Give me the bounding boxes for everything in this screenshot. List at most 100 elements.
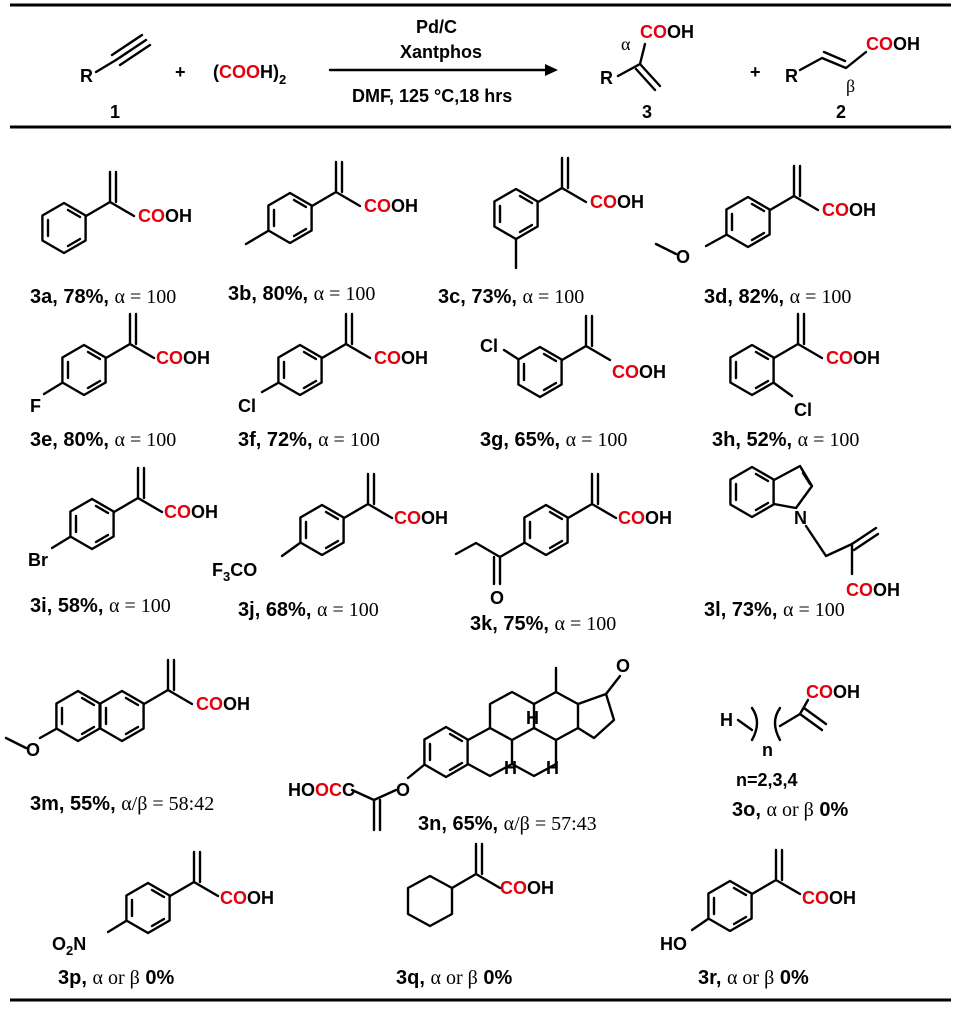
oxalic-acid: (COOH)2: [213, 62, 286, 87]
compound-3g: Cl COOH 3g, 65%, α = 100: [480, 314, 666, 451]
svg-text:n=2,3,4: n=2,3,4: [736, 770, 798, 790]
svg-text:COOH: COOH: [394, 508, 448, 528]
svg-text:3o, α or β 0%: 3o, α or β 0%: [732, 799, 848, 821]
compound-3h: Cl COOH 3h, 52%, α = 100: [712, 312, 880, 451]
svg-text:3a, 78%, α = 100: 3a, 78%, α = 100: [30, 286, 176, 308]
reactant-r-label: R: [80, 66, 93, 86]
compound-3a: COOH 3a, 78%, α = 100: [30, 170, 192, 308]
product3-co: CO: [640, 22, 667, 42]
product-3-label: 3: [642, 102, 652, 122]
svg-text:3q, α or β 0%: 3q, α or β 0%: [396, 967, 512, 989]
plus-sign-2: +: [750, 62, 761, 82]
compound-3c: COOH 3c, 73%, α = 100: [438, 156, 644, 308]
svg-text:O: O: [26, 740, 40, 760]
svg-text:COOH: COOH: [364, 196, 418, 216]
svg-text:COOH: COOH: [138, 206, 192, 226]
oxalic-h: H): [260, 62, 279, 82]
svg-text:COOH: COOH: [802, 888, 856, 908]
compound-3q: COOH 3q, α or β 0%: [396, 842, 554, 989]
ligand-label: Xantphos: [400, 42, 482, 62]
svg-text:3r, α or β 0%: 3r, α or β 0%: [698, 967, 809, 989]
svg-text:COOH: COOH: [640, 22, 694, 42]
oxalic-co: COO: [219, 62, 260, 82]
svg-text:Cl: Cl: [794, 400, 812, 420]
svg-text:H: H: [504, 758, 517, 778]
svg-text:COOH: COOH: [612, 362, 666, 382]
reactant-alkyne: R 1: [80, 33, 152, 122]
svg-text:COOH: COOH: [196, 694, 250, 714]
svg-text:F: F: [30, 396, 41, 416]
svg-text:Cl: Cl: [238, 396, 256, 416]
svg-text:COOH: COOH: [806, 682, 860, 702]
reactant-1-label: 1: [110, 102, 120, 122]
svg-text:H: H: [546, 758, 559, 778]
compound-3j: F3CO COOH 3j, 68%, α = 100: [212, 472, 448, 621]
catalyst-label: Pd/C: [416, 17, 457, 37]
compound-3b: COOH 3b, 80%, α = 100: [228, 160, 418, 305]
compound-3i: Br COOH 3i, 58%, α = 100: [28, 466, 218, 617]
compound-3f: Cl COOH 3f, 72%, α = 100: [238, 312, 428, 451]
svg-text:HOOCC: HOOCC: [288, 780, 355, 800]
svg-text:3b, 80%, α = 100: 3b, 80%, α = 100: [228, 283, 375, 305]
alpha-label: α: [621, 34, 631, 54]
svg-text:O: O: [676, 247, 690, 267]
svg-text:N: N: [794, 508, 807, 528]
product2-r-label: R: [785, 66, 798, 86]
conditions-label: DMF, 125 °C,18 hrs: [352, 86, 512, 106]
svg-text:COOH: COOH: [500, 878, 554, 898]
svg-text:H: H: [720, 710, 733, 730]
product-2-label: 2: [836, 102, 846, 122]
svg-text:O: O: [490, 588, 504, 608]
compound-3p: O2N COOH 3p, α or β 0%: [52, 850, 274, 989]
product3-r-label: R: [600, 68, 613, 88]
svg-text:3i, 58%, α = 100: 3i, 58%, α = 100: [30, 595, 171, 617]
svg-text:COOH: COOH: [590, 192, 644, 212]
svg-text:3h, 52%, α = 100: 3h, 52%, α = 100: [712, 429, 859, 451]
svg-text:3k, 75%, α = 100: 3k, 75%, α = 100: [470, 613, 616, 635]
svg-text:(COOH)2: (COOH)2: [213, 62, 286, 87]
compound-3k: O COOH 3k, 75%, α = 100: [454, 472, 672, 635]
svg-text:O: O: [616, 656, 630, 676]
svg-text:COOH: COOH: [164, 502, 218, 522]
plus-sign-1: +: [175, 62, 186, 82]
svg-text:COOH: COOH: [846, 580, 900, 600]
svg-text:COOH: COOH: [156, 348, 210, 368]
oxalic-paren: (: [213, 62, 219, 82]
svg-text:3g, 65%, α = 100: 3g, 65%, α = 100: [480, 429, 627, 451]
svg-text:COOH: COOH: [220, 888, 274, 908]
product-3-alpha: α COOH R 3: [600, 22, 694, 122]
svg-text:3n, 65%, α/β = 57:43: 3n, 65%, α/β = 57:43: [418, 813, 597, 835]
product-2-beta: R COOH β 2: [785, 34, 920, 122]
compound-3n-estrone: O H H H O HOOCC 3n, 65%, α/β = 57:43: [288, 656, 630, 835]
svg-text:COOH: COOH: [826, 348, 880, 368]
svg-text:COOH: COOH: [866, 34, 920, 54]
svg-text:COOH: COOH: [374, 348, 428, 368]
compound-3m: O COOH 3m, 55%, α/β = 58:42: [4, 658, 250, 815]
svg-text:F3CO: F3CO: [212, 560, 257, 584]
svg-text:3d, 82%, α = 100: 3d, 82%, α = 100: [704, 286, 851, 308]
svg-text:COOH: COOH: [618, 508, 672, 528]
compound-3e: F COOH 3e, 80%, α = 100: [30, 312, 210, 451]
compound-3l: N COOH 3l, 73%, α = 100: [704, 464, 900, 621]
beta-label: β: [846, 76, 855, 96]
svg-text:O2N: O2N: [52, 934, 86, 958]
compound-3d: O COOH 3d, 82%, α = 100: [654, 164, 876, 308]
oxalic-subscript: 2: [279, 72, 286, 87]
compound-3o: COOH H n n=2,3,4 3o, α or β 0%: [720, 682, 860, 821]
svg-text:Cl: Cl: [480, 336, 498, 356]
reaction-arrow: Pd/C Xantphos DMF, 125 °C,18 hrs: [328, 17, 558, 106]
svg-text:3l, 73%, α = 100: 3l, 73%, α = 100: [704, 599, 845, 621]
svg-text:COOH: COOH: [822, 200, 876, 220]
svg-text:3e, 80%, α = 100: 3e, 80%, α = 100: [30, 429, 176, 451]
svg-text:3j, 68%, α = 100: 3j, 68%, α = 100: [238, 599, 379, 621]
compound-3r: HO COOH 3r, α or β 0%: [660, 848, 856, 989]
svg-text:H: H: [526, 708, 539, 728]
svg-text:3p, α or β 0%: 3p, α or β 0%: [58, 967, 174, 989]
svg-text:O: O: [396, 780, 410, 800]
svg-text:3c, 73%, α = 100: 3c, 73%, α = 100: [438, 286, 584, 308]
svg-text:n: n: [762, 740, 773, 760]
svg-text:3m, 55%, α/β = 58:42: 3m, 55%, α/β = 58:42: [30, 793, 214, 815]
svg-text:3f, 72%, α = 100: 3f, 72%, α = 100: [238, 429, 380, 451]
svg-text:Br: Br: [28, 550, 48, 570]
